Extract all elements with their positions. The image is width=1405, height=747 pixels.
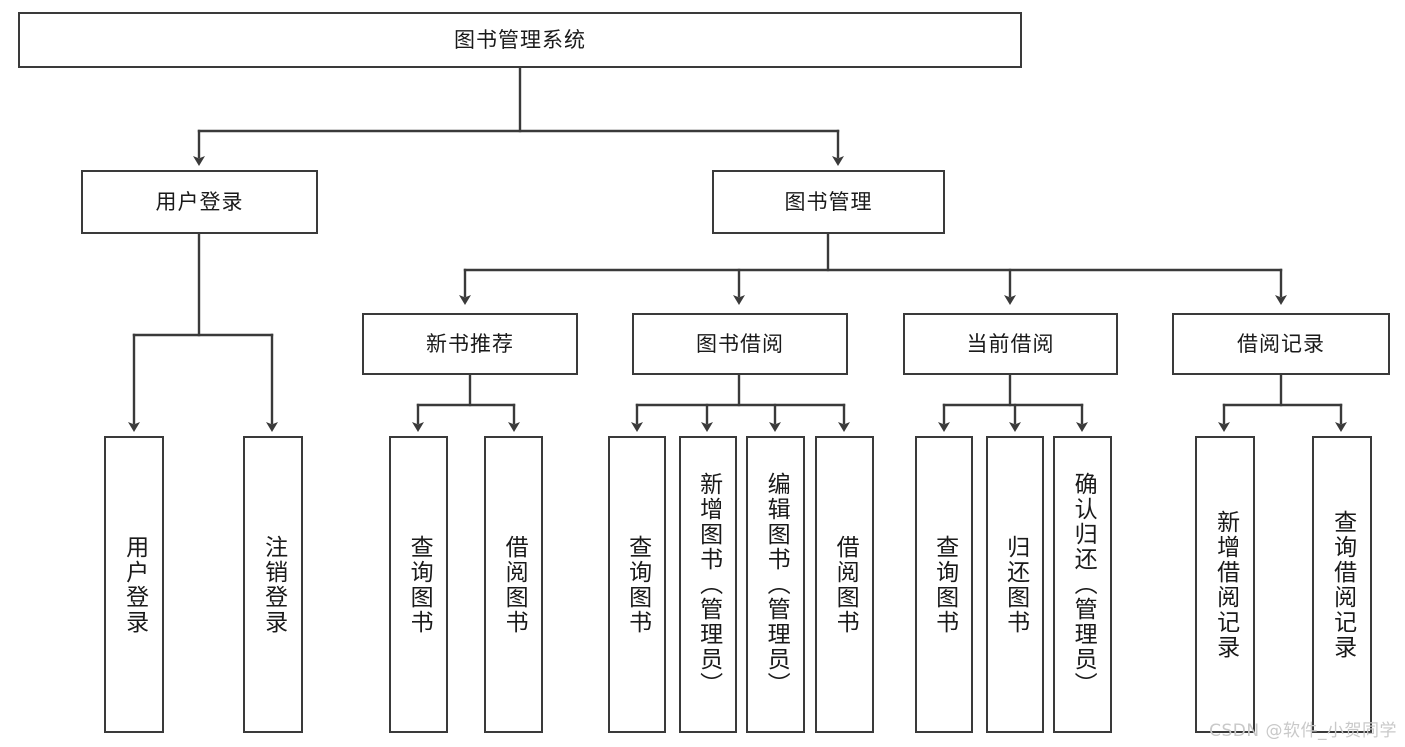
leaf-current-query-book[interactable]: 查询图书 — [915, 436, 973, 733]
node-new-book-recommend[interactable]: 新书推荐 — [362, 313, 578, 375]
leaf-recommend-query-book-label: 查询图书 — [406, 534, 433, 635]
leaf-borrow-edit-book[interactable]: 编辑图书（管理员） — [746, 436, 805, 733]
node-borrow-record-label: 借阅记录 — [1237, 331, 1325, 356]
leaf-borrow-add-book[interactable]: 新增图书（管理员） — [679, 436, 737, 733]
leaf-borrow-borrow-book-label: 借阅图书 — [832, 534, 859, 635]
node-current-borrow[interactable]: 当前借阅 — [903, 313, 1118, 375]
node-book-management[interactable]: 图书管理 — [712, 170, 945, 234]
leaf-borrow-add-book-label: 新增图书（管理员） — [695, 472, 722, 697]
leaf-borrow-query-book-label: 查询图书 — [624, 534, 651, 635]
leaf-record-query-record[interactable]: 查询借阅记录 — [1312, 436, 1372, 733]
leaf-user-login-signin-label: 用户登录 — [121, 534, 148, 635]
leaf-user-login-signout[interactable]: 注销登录 — [243, 436, 303, 733]
leaf-borrow-query-book[interactable]: 查询图书 — [608, 436, 666, 733]
node-book-borrow[interactable]: 图书借阅 — [632, 313, 848, 375]
leaf-current-return-book[interactable]: 归还图书 — [986, 436, 1044, 733]
node-user-login-label: 用户登录 — [155, 189, 244, 214]
node-current-borrow-label: 当前借阅 — [966, 331, 1055, 356]
leaf-user-login-signout-label: 注销登录 — [260, 534, 287, 635]
leaf-recommend-borrow-book[interactable]: 借阅图书 — [484, 436, 543, 733]
leaf-recommend-query-book[interactable]: 查询图书 — [389, 436, 448, 733]
leaf-user-login-signin[interactable]: 用户登录 — [104, 436, 164, 733]
leaf-current-query-book-label: 查询图书 — [931, 534, 958, 635]
leaf-current-confirm-return-label: 确认归还（管理员） — [1070, 472, 1097, 697]
node-root[interactable]: 图书管理系统 — [18, 12, 1022, 68]
leaf-current-confirm-return[interactable]: 确认归还（管理员） — [1053, 436, 1112, 733]
leaf-record-query-record-label: 查询借阅记录 — [1329, 509, 1356, 660]
leaf-borrow-edit-book-label: 编辑图书（管理员） — [763, 472, 790, 697]
leaf-current-return-book-label: 归还图书 — [1002, 534, 1029, 635]
node-root-label: 图书管理系统 — [454, 27, 586, 52]
leaf-borrow-borrow-book[interactable]: 借阅图书 — [815, 436, 874, 733]
node-user-login[interactable]: 用户登录 — [81, 170, 318, 234]
leaf-record-add-record[interactable]: 新增借阅记录 — [1195, 436, 1255, 733]
leaf-recommend-borrow-book-label: 借阅图书 — [501, 534, 528, 635]
node-borrow-record[interactable]: 借阅记录 — [1172, 313, 1390, 375]
node-book-management-label: 图书管理 — [784, 189, 873, 214]
leaf-record-add-record-label: 新增借阅记录 — [1212, 509, 1239, 660]
node-new-book-recommend-label: 新书推荐 — [426, 331, 514, 356]
node-book-borrow-label: 图书借阅 — [696, 331, 784, 356]
